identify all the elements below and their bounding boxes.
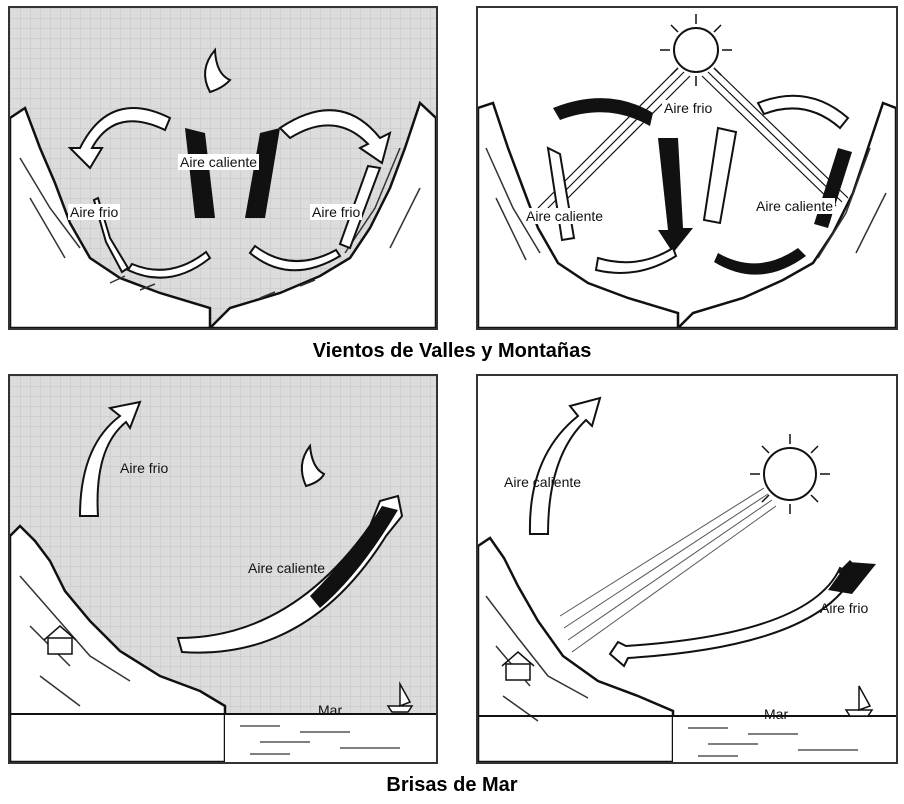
label-warm-air-right: Aire caliente [754,198,835,214]
caption-valley-mountain-winds: Vientos de Valles y Montañas [0,340,904,363]
house-icon [506,664,530,680]
label-cold-air-left: Aire frio [68,204,120,220]
label-warm-air: Aire caliente [246,560,327,576]
sea-day-illustration [478,376,896,762]
label-cold-air: Aire frio [818,600,870,616]
label-cold-air-right: Aire frio [310,204,362,220]
sea [673,717,896,762]
sea-night-panel: Aire frio Aire caliente Mar [8,374,438,764]
label-cold-air: Aire frio [118,460,170,476]
valley-night-panel: Aire caliente Aire frio Aire frio [8,6,438,330]
label-cold-air: Aire frio [662,100,714,116]
sea-day-panel: Aire caliente Aire frio Mar [476,374,898,764]
sea [225,715,436,762]
caption-sea-breezes: Brisas de Mar [0,774,904,797]
sea-night-illustration [10,376,436,762]
house-icon [48,638,72,654]
label-warm-air: Aire caliente [178,154,259,170]
valley-day-illustration [478,8,896,328]
label-warm-air: Aire caliente [502,474,583,490]
label-warm-air-left: Aire caliente [524,208,605,224]
label-sea: Mar [316,702,344,718]
valley-day-panel: Aire frio Aire caliente Aire caliente [476,6,898,330]
label-sea: Mar [762,706,790,722]
